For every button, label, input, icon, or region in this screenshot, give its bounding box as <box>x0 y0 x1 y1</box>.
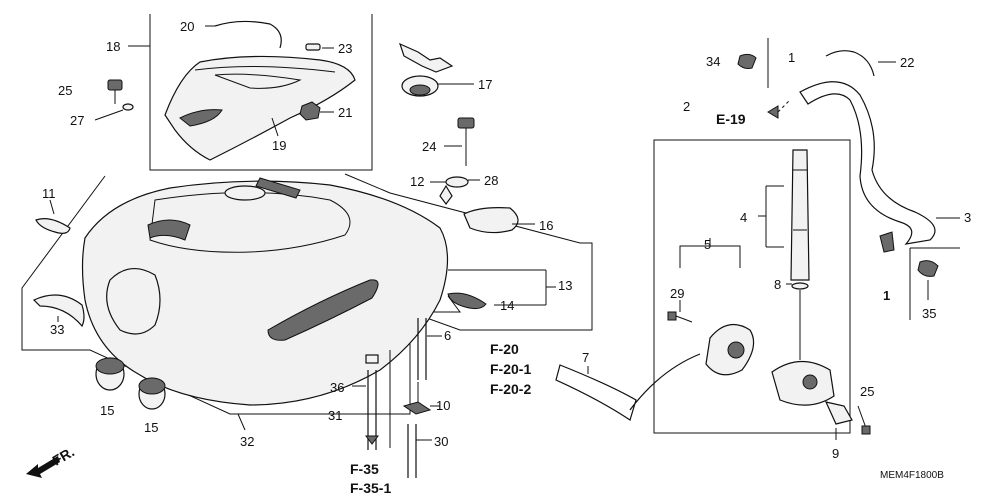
callout-7: 7 <box>582 350 589 365</box>
callout-20: 20 <box>180 19 194 34</box>
ref-f35[interactable]: F-35 <box>350 461 379 477</box>
fuel-valve-group <box>653 139 853 434</box>
valve-lever <box>824 401 853 425</box>
callout-30: 30 <box>434 434 448 449</box>
callout-19: 19 <box>272 138 286 153</box>
cover-screw <box>107 79 123 104</box>
lever-screw <box>857 405 871 435</box>
tank-cushion-front <box>95 357 125 391</box>
diaphragm-screw <box>667 311 693 323</box>
f35-arrow <box>365 435 379 445</box>
callout-28: 28 <box>484 173 498 188</box>
side-badge-group <box>447 269 556 310</box>
rubber-grommet <box>445 176 469 188</box>
callout-33: 33 <box>50 322 64 337</box>
callout-10: 10 <box>436 398 450 413</box>
drain-tube-clip <box>365 354 379 364</box>
callout-3: 3 <box>964 210 971 225</box>
callout-16: 16 <box>539 218 553 233</box>
fuel-cap-group <box>399 42 474 97</box>
callout-31: 31 <box>328 408 342 423</box>
fuel-strainer <box>790 149 810 281</box>
callout-6: 6 <box>444 328 451 343</box>
tank-cushion-rear <box>138 377 166 410</box>
ref-f35-1[interactable]: F-35-1 <box>350 480 391 496</box>
callout-21: 21 <box>338 105 352 120</box>
ref-f20-1[interactable]: F-20-1 <box>490 361 531 377</box>
callout-1: 1 <box>788 50 795 65</box>
tank-emblem <box>35 218 71 234</box>
mounting-bolt-group <box>430 117 535 234</box>
e19-arrow <box>767 105 779 119</box>
rear-mount-bracket <box>463 207 519 234</box>
vent-hose-group <box>799 50 960 320</box>
callout-35: 35 <box>922 306 936 321</box>
callout-labels: 1 1 2 3 4 5 6 7 8 9 10 11 12 13 14 15 15… <box>42 19 971 461</box>
side-badge <box>447 292 487 310</box>
retainer-clip <box>917 260 939 277</box>
hose-retainer <box>879 231 895 253</box>
callout-32: 32 <box>240 434 254 449</box>
tube-clamp <box>402 401 432 415</box>
breather-tube-group <box>402 318 442 478</box>
cover-badge <box>179 109 223 127</box>
tank-mounting-tabs <box>255 177 301 199</box>
callout-2: 2 <box>683 99 690 114</box>
fuel-tank-group <box>21 173 593 431</box>
ref-f20-2[interactable]: F-20-2 <box>490 381 531 397</box>
ref-f20[interactable]: F-20 <box>490 341 519 357</box>
callout-14: 14 <box>500 298 514 313</box>
callout-23: 23 <box>338 41 352 56</box>
fuel-cap-key <box>399 42 454 73</box>
callout-15-a: 15 <box>100 403 114 418</box>
front-direction-arrow <box>26 456 60 478</box>
callout-13: 13 <box>558 278 572 293</box>
callout-24: 24 <box>422 139 436 154</box>
callout-22: 22 <box>900 55 914 70</box>
cover-washer <box>122 103 134 111</box>
fuel-filler-neck <box>224 185 266 201</box>
callout-9: 9 <box>832 446 839 461</box>
tank-side-emblem <box>267 279 379 341</box>
callout-25-a: 25 <box>58 83 72 98</box>
overflow-tube <box>407 424 417 478</box>
tank-cover <box>164 55 356 161</box>
tank-front-recess <box>106 268 161 335</box>
vent-hose <box>799 81 936 245</box>
tank-inner-cradle <box>147 219 191 241</box>
callout-17: 17 <box>478 77 492 92</box>
callout-34: 34 <box>706 54 720 69</box>
callout-12: 12 <box>410 174 424 189</box>
hose-clip <box>737 53 757 69</box>
callout-18: 18 <box>106 39 120 54</box>
fuel-hose <box>555 353 701 421</box>
callout-29: 29 <box>670 286 684 301</box>
cover-wire <box>214 20 282 49</box>
callout-1-b: 1 <box>883 288 890 303</box>
callout-15-b: 15 <box>144 420 158 435</box>
coiled-hose <box>825 50 875 77</box>
callout-8: 8 <box>774 277 781 292</box>
collar <box>439 184 453 205</box>
ref-e19[interactable]: E-19 <box>716 111 746 127</box>
callout-27: 27 <box>70 113 84 128</box>
callout-11: 11 <box>42 186 56 201</box>
reference-codes: E-19 F-20 F-20-1 F-20-2 F-35 F-35-1 <box>350 111 746 496</box>
valve-o-ring <box>791 282 809 290</box>
tank-cover-group <box>94 14 373 171</box>
callout-25-b: 25 <box>860 384 874 399</box>
cover-nut <box>299 101 321 121</box>
cover-clip <box>305 43 321 51</box>
trim-strip <box>32 294 85 328</box>
callout-4: 4 <box>740 210 747 225</box>
callout-36: 36 <box>330 380 344 395</box>
diagram-code: MEM4F1800B <box>880 470 944 481</box>
callout-5: 5 <box>704 237 711 252</box>
breather-tube <box>417 318 427 380</box>
